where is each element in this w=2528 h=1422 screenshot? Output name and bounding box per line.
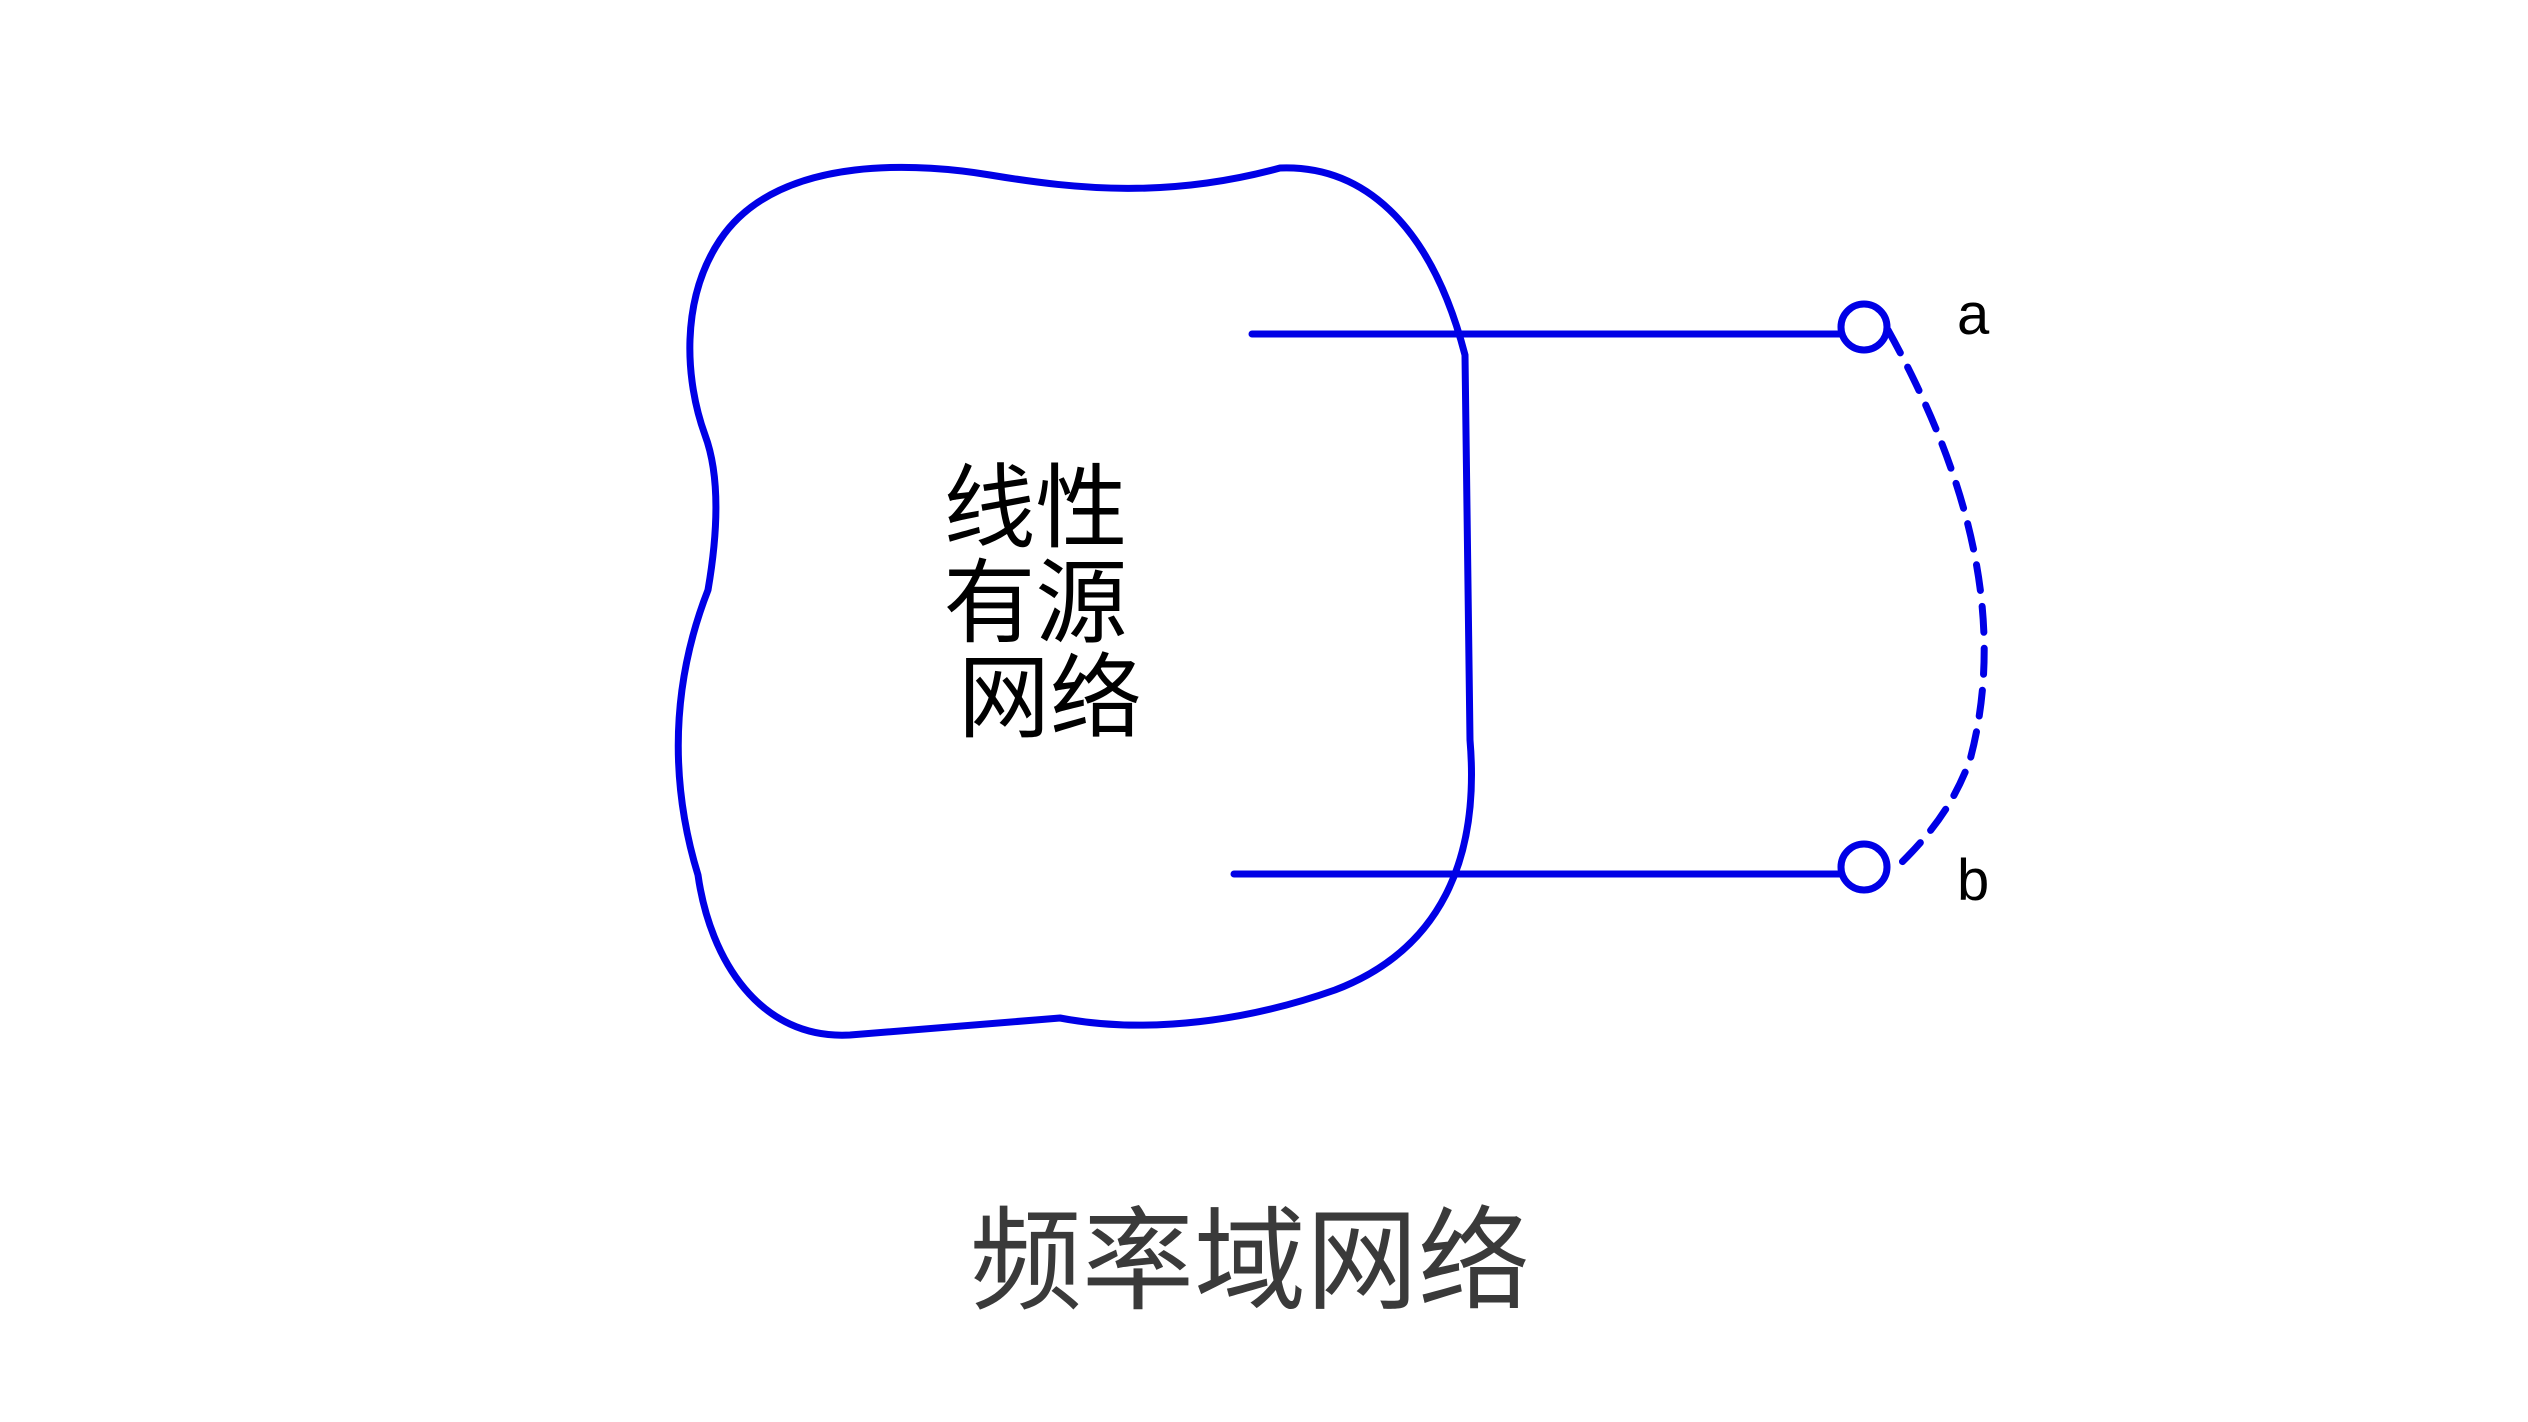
diagram-caption: 频率域网络 bbox=[970, 1197, 1530, 1327]
network-label-line-2: 有源 bbox=[943, 550, 1127, 657]
network-label-line-1: 线性 bbox=[943, 455, 1127, 562]
terminal-b-node[interactable] bbox=[1837, 840, 1891, 894]
terminal-dashed-arc bbox=[1884, 326, 1988, 870]
terminal-a-node[interactable] bbox=[1837, 300, 1891, 354]
network-label: 线性 有源 网络 bbox=[943, 455, 1156, 752]
network-label-line-3: 网络 bbox=[958, 645, 1142, 752]
network-boundary bbox=[674, 163, 1475, 1039]
terminal-b-label: b bbox=[1957, 848, 1989, 913]
terminal-a-label: a bbox=[1957, 282, 1990, 347]
